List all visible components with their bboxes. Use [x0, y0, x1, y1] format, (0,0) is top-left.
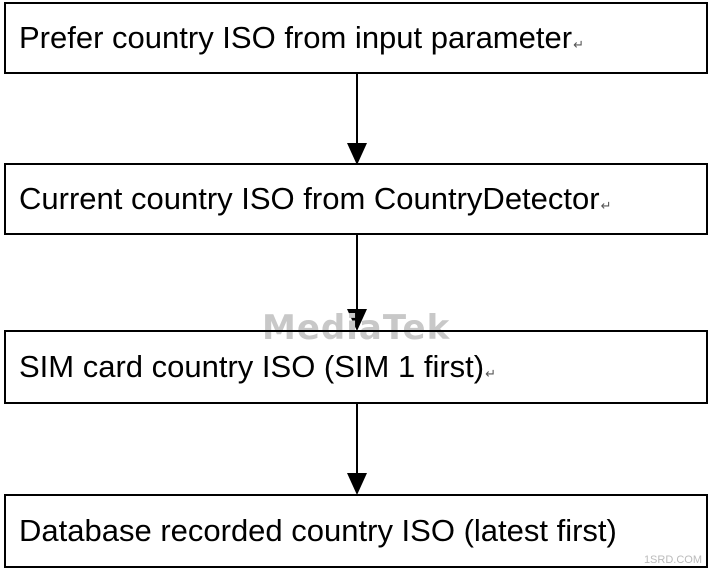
flow-step-3: SIM card country ISO (SIM 1 first)↵: [4, 330, 708, 404]
flow-step-1: Prefer country ISO from input parameter↵: [4, 2, 708, 74]
flow-step-2: Current country ISO from CountryDetector…: [4, 163, 708, 235]
return-mark-icon: ↵: [485, 366, 496, 381]
corner-watermark: 1SRD.COM: [643, 554, 702, 566]
mediatek-watermark: MediaTek: [262, 308, 451, 348]
flow-step-3-label: SIM card country ISO (SIM 1 first): [19, 349, 485, 384]
flow-step-1-label: Prefer country ISO from input parameter: [19, 20, 573, 55]
flow-step-4-label: Database recorded country ISO (latest fi…: [19, 513, 617, 548]
arrow-2: [347, 234, 367, 331]
flow-step-4: Database recorded country ISO (latest fi…: [4, 494, 708, 568]
flow-step-2-label: Current country ISO from CountryDetector: [19, 181, 600, 216]
arrow-3: [347, 404, 367, 495]
return-mark-icon: ↵: [573, 37, 584, 52]
return-mark-icon: ↵: [600, 198, 612, 213]
arrow-1: [347, 74, 367, 165]
